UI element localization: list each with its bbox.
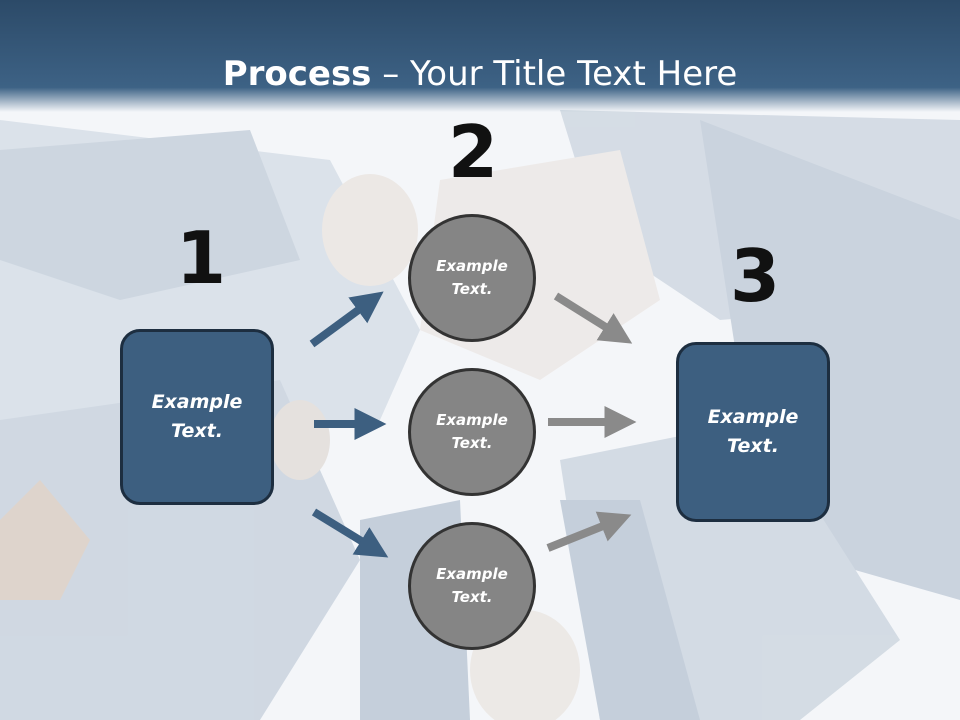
title-rest: – Your Title Text Here	[371, 54, 738, 94]
step-number-3: 3	[730, 234, 781, 318]
step-2-circle-bottom: Example Text.	[408, 522, 536, 650]
step-1-text: Example Text.	[151, 391, 243, 442]
step-3-text: Example Text.	[707, 406, 799, 457]
circle-top-text: Example Text.	[436, 257, 508, 298]
step-number-1: 1	[176, 216, 227, 300]
step-2-circle-middle: Example Text.	[408, 368, 536, 496]
step-3-box: Example Text.	[676, 342, 830, 522]
step-1-box: Example Text.	[120, 329, 274, 505]
circle-bottom-text: Example Text.	[436, 565, 508, 606]
title-bar: Process – Your Title Text Here	[0, 0, 960, 112]
slide-title: Process – Your Title Text Here	[0, 52, 960, 96]
title-bold: Process	[222, 54, 372, 94]
step-2-circle-top: Example Text.	[408, 214, 536, 342]
circle-middle-text: Example Text.	[436, 411, 508, 452]
step-number-2: 2	[448, 110, 499, 194]
